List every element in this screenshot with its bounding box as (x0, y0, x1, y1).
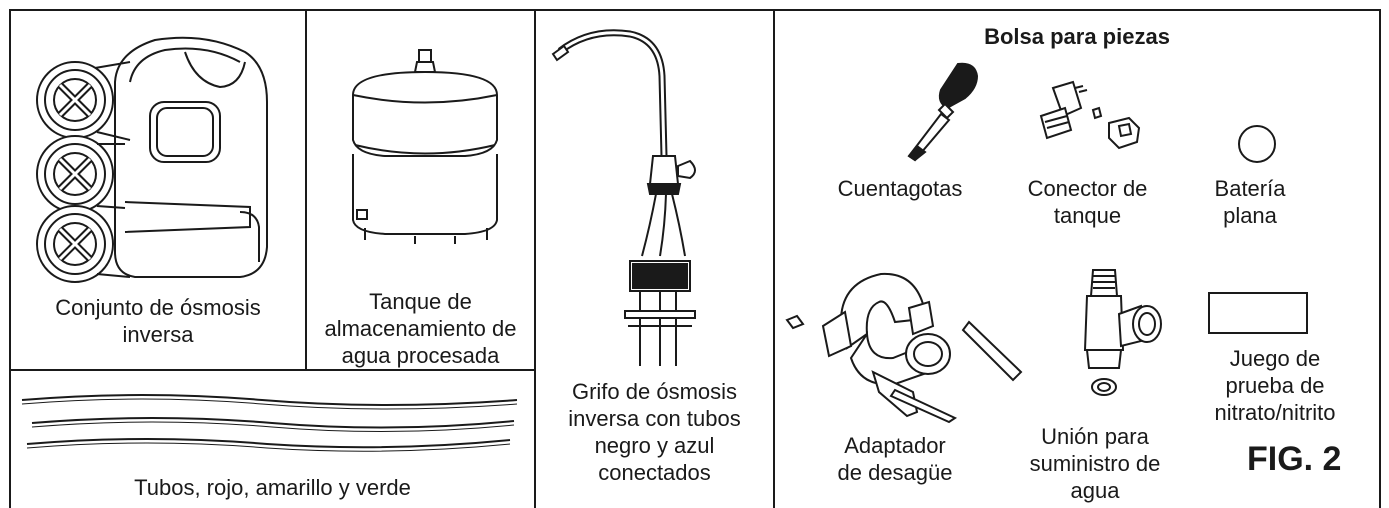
battery-label: Batería plana (1214, 176, 1286, 228)
frame-top (9, 9, 1381, 11)
divider-2 (534, 9, 536, 508)
drain-adapter-label: Adaptador de desagüe (837, 433, 953, 485)
tank-connector-label: Conector de tanque (1027, 176, 1148, 228)
ro-assembly-illustration (35, 22, 285, 282)
test-kit-illustration (1208, 292, 1308, 334)
supply-union-illustration (1075, 270, 1165, 400)
tank-connector-illustration (1033, 78, 1148, 158)
divider-1 (305, 9, 307, 371)
supply-union-label: Unión para suministro de agua (1029, 424, 1161, 503)
dropper-illustration (903, 60, 983, 165)
divider-3 (773, 9, 775, 508)
dropper-label: Cuentagotas (837, 176, 963, 201)
tank-illustration (345, 50, 505, 260)
figure-label: FIG. 2 (1247, 440, 1342, 478)
cap-middle (37, 136, 125, 212)
frame-right (1379, 9, 1381, 508)
divider-horizontal (9, 369, 536, 371)
cap-bottom (37, 206, 130, 282)
test-kit-label: Juego de prueba de nitrato/nitrito (1214, 346, 1336, 425)
ro-assembly-label: Conjunto de ósmosis inversa (55, 295, 261, 347)
tank-label: Tanque de almacenamiento de agua procesa… (324, 289, 517, 368)
drain-adapter-illustration (783, 262, 1023, 422)
faucet-label: Grifo de ósmosis inversa con tubos negro… (568, 379, 741, 485)
tubing-illustration (22, 390, 517, 450)
battery-illustration (1237, 124, 1277, 164)
parts-bag-title: Bolsa para piezas (984, 24, 1170, 49)
frame-left (9, 9, 11, 508)
cap-top (37, 62, 130, 140)
tubing-label: Tubos, rojo, amarillo y verde (134, 475, 411, 500)
faucet-illustration (550, 26, 750, 366)
